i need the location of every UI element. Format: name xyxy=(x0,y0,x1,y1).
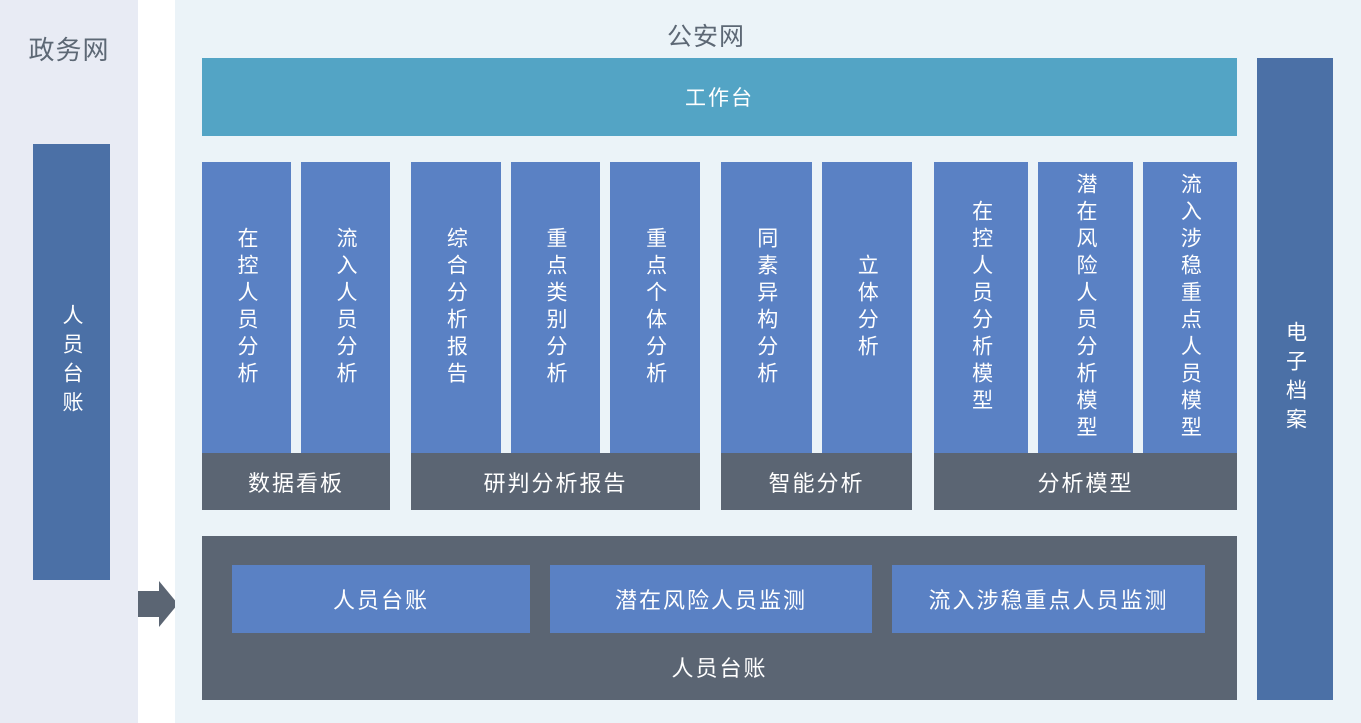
module-label: 重点类别分析 xyxy=(544,226,568,389)
block-personnel-ledger: 人员台账 xyxy=(232,565,530,633)
group-label-analysis-models: 分析模型 xyxy=(934,453,1237,510)
module-label: 潜在风险人员分析模型 xyxy=(1073,172,1098,443)
personnel-ledger-bar-label: 人员台账 xyxy=(60,304,84,420)
group-data-dashboard: 在控人员分析 流入人员分析 数据看板 xyxy=(202,162,390,510)
module-label: 流入人员分析 xyxy=(334,226,358,389)
police-network-panel: 公安网 工作台 在控人员分析 流入人员分析 数据看板 综合分析报告 重点类别 xyxy=(175,0,1361,723)
block-inflow-key-personnel-monitoring: 流入涉稳重点人员监测 xyxy=(892,565,1205,633)
flow-arrow-shaft xyxy=(138,591,159,617)
electronic-archive-bar-label: 电子档案 xyxy=(1283,321,1308,437)
group-label-intelligent-analysis: 智能分析 xyxy=(721,453,912,510)
flow-arrow-icon xyxy=(138,581,178,627)
group-analysis-reports: 综合分析报告 重点类别分析 重点个体分析 研判分析报告 xyxy=(411,162,701,510)
module-comprehensive-analysis-report: 综合分析报告 xyxy=(411,162,501,453)
module-controlled-personnel-analysis: 在控人员分析 xyxy=(202,162,291,453)
module-label: 综合分析报告 xyxy=(444,226,469,389)
module-label: 立体分析 xyxy=(855,253,880,362)
personnel-ledger-section-label: 人员台账 xyxy=(671,656,768,682)
group-analysis-models: 在控人员分析模型 潜在风险人员分析模型 流入涉稳重点人员模型 分析模型 xyxy=(934,162,1237,510)
group-label-analysis-reports: 研判分析报告 xyxy=(411,453,700,510)
module-potential-risk-personnel-model: 潜在风险人员分析模型 xyxy=(1038,162,1133,453)
module-inflow-key-personnel-model: 流入涉稳重点人员模型 xyxy=(1142,162,1237,453)
module-inflow-personnel-analysis: 流入人员分析 xyxy=(301,162,390,453)
group-label-data-dashboard: 数据看板 xyxy=(202,453,390,510)
module-key-category-analysis: 重点类别分析 xyxy=(510,162,601,453)
module-label: 重点个体分析 xyxy=(643,226,668,389)
flow-arrow-head xyxy=(159,581,178,627)
workbench-bar: 工作台 xyxy=(202,58,1237,136)
government-network-title: 政务网 xyxy=(28,36,110,66)
module-stereo-analysis: 立体分析 xyxy=(821,162,912,453)
group-intelligent-analysis: 同素异构分析 立体分析 智能分析 xyxy=(721,162,912,510)
personnel-ledger-bar: 人员台账 xyxy=(33,144,110,580)
module-isomer-analysis: 同素异构分析 xyxy=(721,162,812,453)
module-label: 在控人员分析模型 xyxy=(969,199,994,416)
module-controlled-personnel-model: 在控人员分析模型 xyxy=(934,162,1029,453)
module-label: 在控人员分析 xyxy=(235,226,259,389)
block-potential-risk-monitoring: 潜在风险人员监测 xyxy=(550,565,872,633)
electronic-archive-bar: 电子档案 xyxy=(1257,58,1333,700)
ledger-button-row: 人员台账 潜在风险人员监测 流入涉稳重点人员监测 xyxy=(232,565,1237,633)
personnel-ledger-section: 人员台账 潜在风险人员监测 流入涉稳重点人员监测 人员台账 xyxy=(202,536,1237,700)
police-network-title: 公安网 xyxy=(666,22,745,51)
module-label: 同素异构分析 xyxy=(754,226,779,389)
module-label: 流入涉稳重点人员模型 xyxy=(1178,172,1203,443)
module-key-individual-analysis: 重点个体分析 xyxy=(610,162,701,453)
